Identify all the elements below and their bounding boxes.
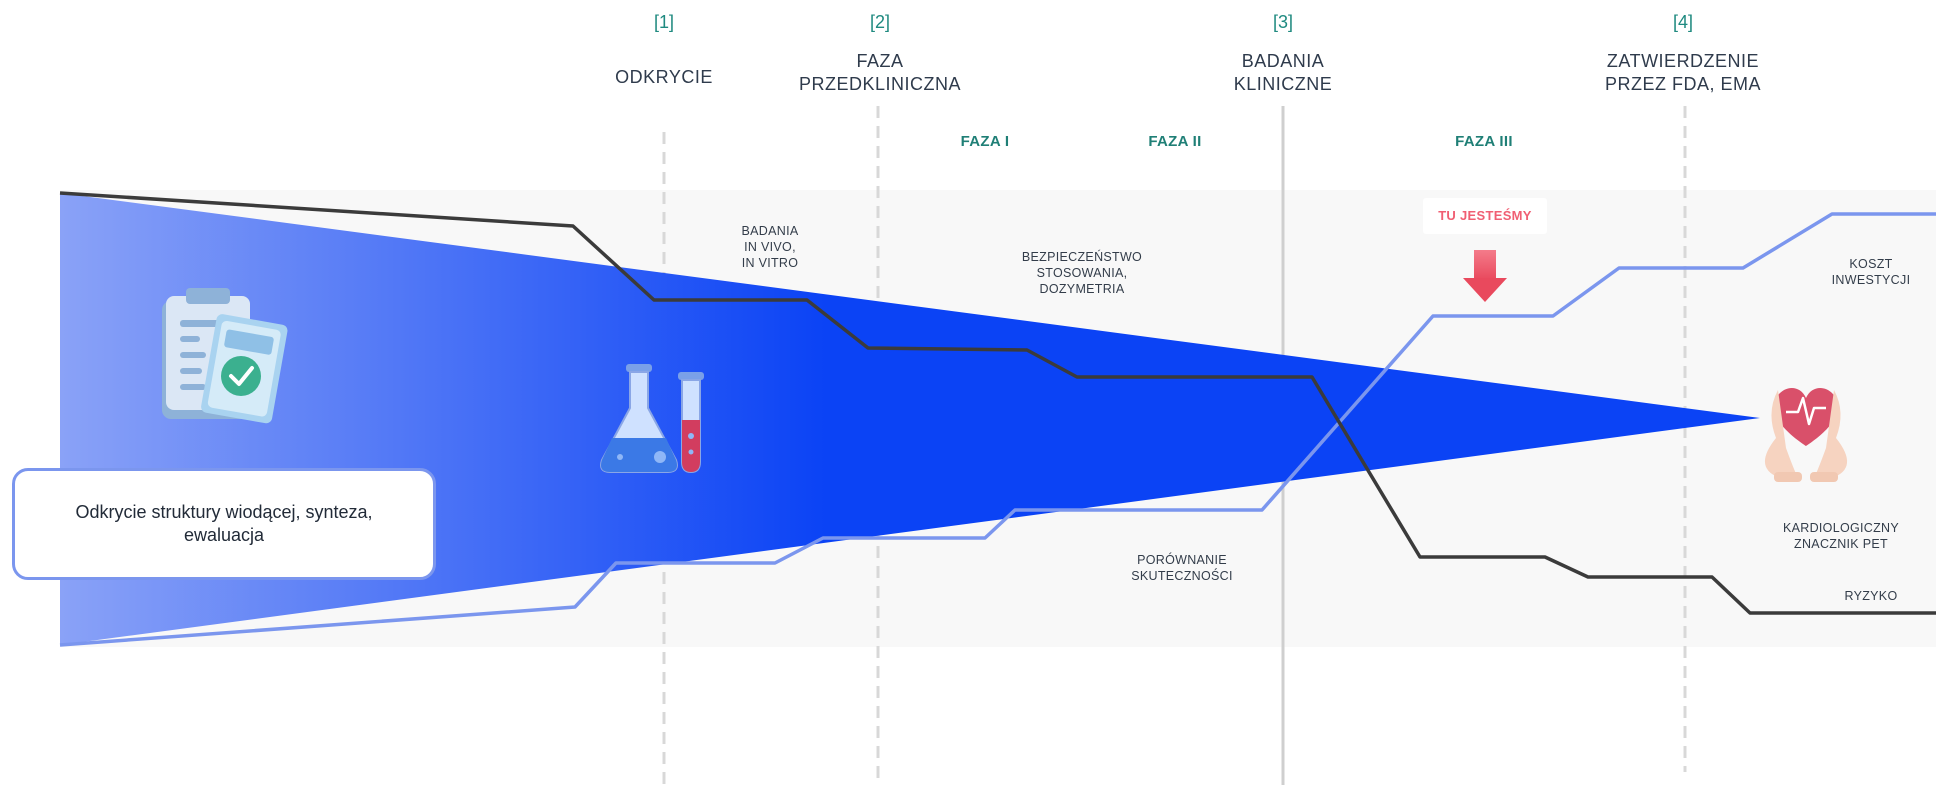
discovery-callout: Odkrycie struktury wiodącej, synteza, ew…: [12, 468, 436, 580]
phase-number-3: [3]: [1272, 12, 1293, 32]
lab-flask-icon: [600, 364, 704, 474]
label-efficacy-comparison: PORÓWNANIE SKUTECZNOŚCI: [1131, 553, 1233, 583]
callout-text: Odkrycie struktury wiodącej, synteza, ew…: [75, 502, 373, 545]
phase-title-preclinical: FAZA PRZEDKLINICZNA: [798, 51, 962, 94]
label-investment-cost: KOSZT INWESTYCJI: [1831, 257, 1911, 287]
heart-hands-icon: [1764, 387, 1848, 482]
cost-investment-line: [59, 212, 1936, 647]
subphase-faza-2: FAZA II: [1148, 133, 1202, 150]
phase-number-1: [1]: [653, 12, 674, 32]
phase-title-clinical: BADANIA KLINICZNE: [1233, 51, 1333, 94]
label-in-vivo-in-vitro: BADANIA IN VIVO, IN VITRO: [741, 224, 799, 270]
phase-number-4: [4]: [1672, 12, 1693, 32]
clipboard-document-icon: [162, 288, 288, 424]
here-badge: TU JESTEŚMY: [1423, 198, 1547, 234]
label-cardiac-pet-marker: KARDIOLOGICZNY ZNACZNIK PET: [1782, 521, 1900, 551]
subphase-faza-1: FAZA I: [960, 133, 1010, 150]
phase-title-discovery: ODKRYCIE: [615, 67, 713, 87]
label-risk: RYZYKO: [1844, 589, 1898, 603]
down-arrow-icon: [1463, 250, 1507, 302]
phase-number-2: [2]: [869, 12, 890, 32]
development-funnel: [60, 193, 1760, 645]
risk-line: [59, 191, 1936, 615]
subphase-faza-3: FAZA III: [1455, 133, 1513, 150]
label-safety-dosimetry: BEZPIECZEŃSTWO STOSOWANIA, DOZYMETRIA: [1021, 250, 1143, 296]
phase-title-approval: ZATWIERDZENIE PRZEZ FDA, EMA: [1604, 51, 1761, 94]
